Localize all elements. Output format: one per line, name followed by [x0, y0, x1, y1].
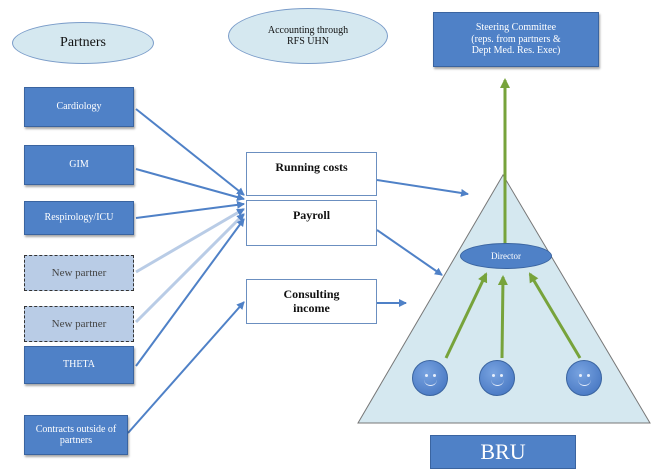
partner-label: THETA	[63, 359, 95, 371]
arrow-member2-to-director	[497, 275, 508, 359]
partner-label: Cardiology	[56, 101, 102, 113]
arrow-cardiology-to-running-costs	[135, 108, 245, 196]
steering-line3: Dept Med. Res. Exec)	[471, 45, 561, 57]
payroll-label: Payroll	[292, 208, 331, 222]
partner-box-theta: THETA	[24, 346, 134, 384]
partner-label: New partner	[51, 266, 107, 279]
partners-label: Partners	[60, 35, 106, 50]
partners-ellipse: Partners	[12, 22, 154, 64]
arrow-respirology-to-payroll	[135, 200, 245, 219]
director-ellipse: Director	[460, 243, 552, 269]
payroll-box: Payroll	[246, 200, 377, 246]
running-costs-label: Running costs	[275, 160, 348, 174]
partner-box-new-1: New partner	[24, 255, 134, 291]
smiley-icon	[479, 360, 515, 396]
arrow-theta-to-payroll	[135, 218, 245, 367]
consulting-income-box: Consulting income	[246, 279, 377, 324]
accounting-label: Accounting through RFS UHN	[267, 25, 349, 47]
steering-line1: Steering Committee	[475, 22, 557, 34]
running-costs-box: Running costs	[246, 152, 377, 196]
bru-label-box: BRU	[430, 435, 576, 469]
arrow-gim-to-running-costs	[135, 168, 245, 201]
arrow-running-costs-to-bru	[376, 179, 469, 197]
partner-box-new-2: New partner	[24, 306, 134, 342]
steering-committee-box: Steering Committee (reps. from partners …	[433, 12, 599, 67]
arrow-payroll-to-bru	[376, 229, 443, 276]
arrow-member3-to-director	[528, 272, 582, 359]
arrow-new-partner-1-to-payroll	[135, 207, 245, 274]
partner-box-gim: GIM	[24, 145, 134, 185]
director-label: Director	[491, 251, 521, 261]
partner-label: GIM	[69, 159, 89, 171]
arrow-new-partner-2-to-payroll	[134, 212, 246, 324]
partner-label: New partner	[51, 317, 107, 330]
contracts-outside-box: Contracts outside of partners	[24, 415, 128, 455]
partner-box-cardiology: Cardiology	[24, 87, 134, 127]
consulting-income-label: Consulting income	[283, 286, 340, 315]
contracts-outside-label: Contracts outside of partners	[35, 423, 117, 447]
accounting-ellipse: Accounting through RFS UHN	[228, 8, 388, 64]
arrow-member1-to-director	[444, 272, 488, 359]
smiley-icon	[412, 360, 448, 396]
arrow-contracts-to-consulting	[127, 301, 245, 434]
bru-label: BRU	[480, 439, 526, 465]
smiley-icon	[566, 360, 602, 396]
partner-box-respirology: Respirology/ICU	[24, 201, 134, 235]
partner-label: Respirology/ICU	[44, 212, 114, 224]
steering-line2: (reps. from partners &	[471, 33, 561, 45]
